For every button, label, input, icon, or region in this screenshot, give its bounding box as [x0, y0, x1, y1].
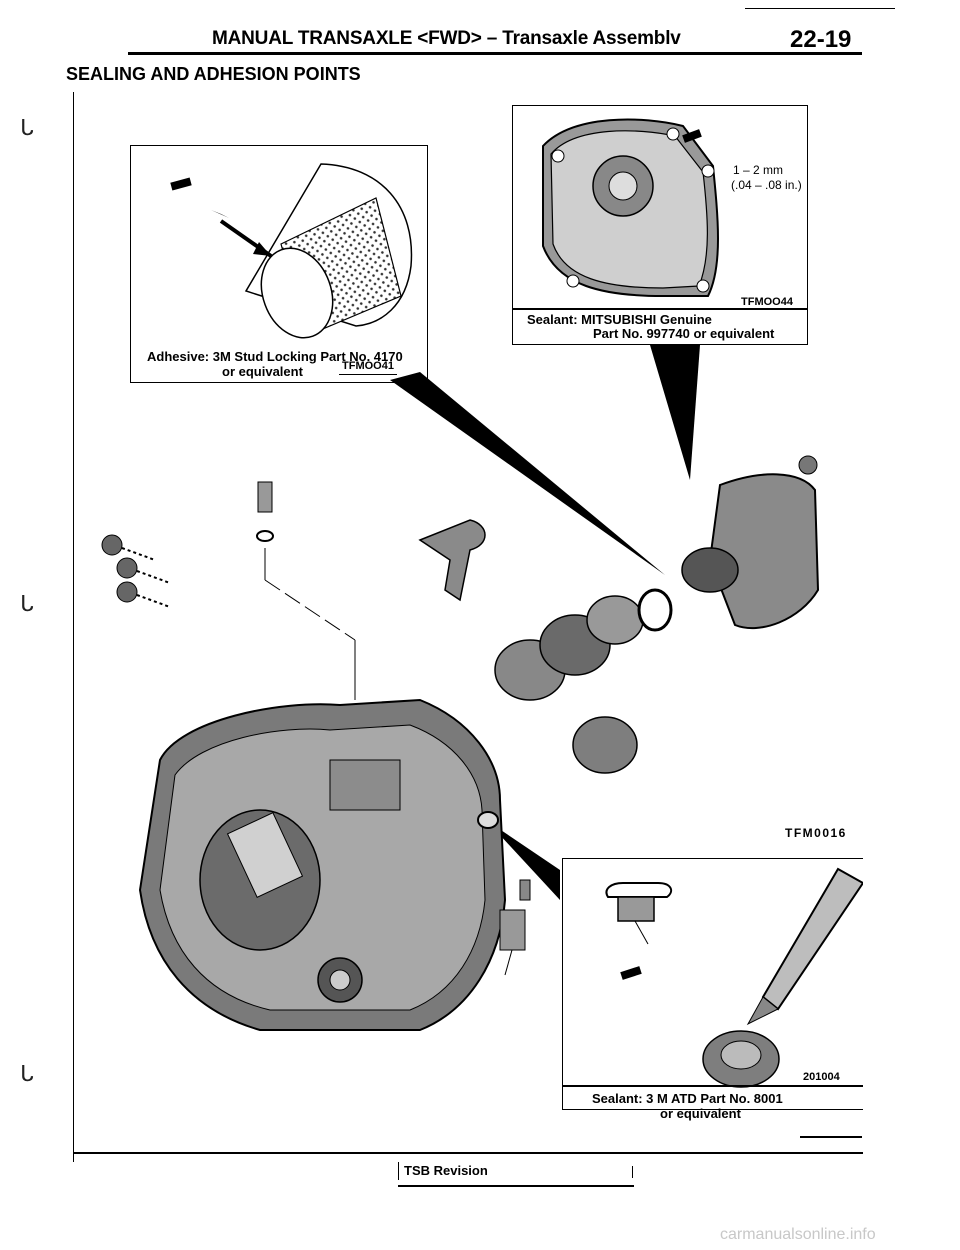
- sealant-tube-icon: [620, 966, 642, 980]
- footer-underline: [398, 1185, 634, 1187]
- binding-mark: ᒐ: [20, 116, 34, 141]
- binding-mark: ᒐ: [20, 592, 34, 617]
- plug-illustration: [605, 867, 863, 1088]
- footer-label: TSB Revision: [404, 1163, 488, 1178]
- adhesive-caption-cont: or equivalent: [222, 364, 303, 379]
- caption-underline: [800, 1136, 862, 1138]
- figure-code: 201004: [803, 1071, 840, 1083]
- page-header: MANUAL TRANSAXLE <FWD> – Transaxle Assem…: [0, 0, 960, 60]
- caption-divider: [563, 1085, 863, 1087]
- sealant-tube-icon: [682, 129, 702, 143]
- cover-sealant-panel: 1 – 2 mm (.04 – .08 in.) TFMOO44 Sealant…: [512, 105, 808, 345]
- bead-dimension-inch: (.04 – .08 in.): [731, 178, 802, 192]
- watermark: carmanualsonline.info: [720, 1226, 876, 1243]
- speedometer-sleeve: [477, 811, 531, 976]
- header-rule: [128, 52, 862, 55]
- binding-mark: ᒐ: [20, 1062, 34, 1087]
- transaxle-case: [138, 698, 507, 1031]
- gear-set: [494, 595, 644, 774]
- callout-wedge: [486, 820, 560, 900]
- cover-caption-cont: Part No. 997740 or equivalent: [593, 326, 775, 341]
- footer-bar: [398, 1162, 399, 1180]
- backup-switch: [256, 481, 356, 700]
- plug-sealant-panel: 201004: [562, 858, 863, 1110]
- cover-illustration: [542, 118, 719, 297]
- main-figure-code: TFM0016: [785, 826, 847, 840]
- section-title: SEALING AND ADHESION POINTS: [66, 64, 361, 84]
- figure-code: TFMOO41: [339, 360, 397, 375]
- header-title: MANUAL TRANSAXLE <FWD> – Transaxle Assem…: [212, 28, 681, 49]
- header-top-rule: [745, 8, 895, 9]
- callout-wedge: [650, 345, 700, 480]
- transfer-cover: [637, 455, 820, 632]
- adhesive-panel: TFMOO41: [130, 145, 428, 383]
- callout-wedge: [390, 372, 665, 575]
- sealant-tube-icon: [170, 177, 192, 191]
- plug-caption: Sealant: 3 M ATD Part No. 8001: [592, 1091, 783, 1106]
- caption-divider: [513, 308, 807, 310]
- plug-caption-cont: or equivalent: [660, 1106, 741, 1121]
- page-number: 22-19: [790, 26, 852, 53]
- footer-bar: [632, 1166, 633, 1178]
- bead-dimension: 1 – 2 mm: [733, 163, 784, 177]
- bolts: [101, 534, 171, 608]
- shift-fork: [418, 519, 486, 602]
- adhesive-caption: Adhesive: 3M Stud Locking Part No. 4170: [147, 349, 403, 364]
- figure-code: TFMOO44: [741, 296, 793, 308]
- stud-illustration: [170, 163, 413, 339]
- cover-caption: Sealant: MITSUBISHI Genuine: [527, 312, 712, 327]
- footer-rule: [73, 1152, 863, 1154]
- page-margin-line: [73, 92, 74, 1162]
